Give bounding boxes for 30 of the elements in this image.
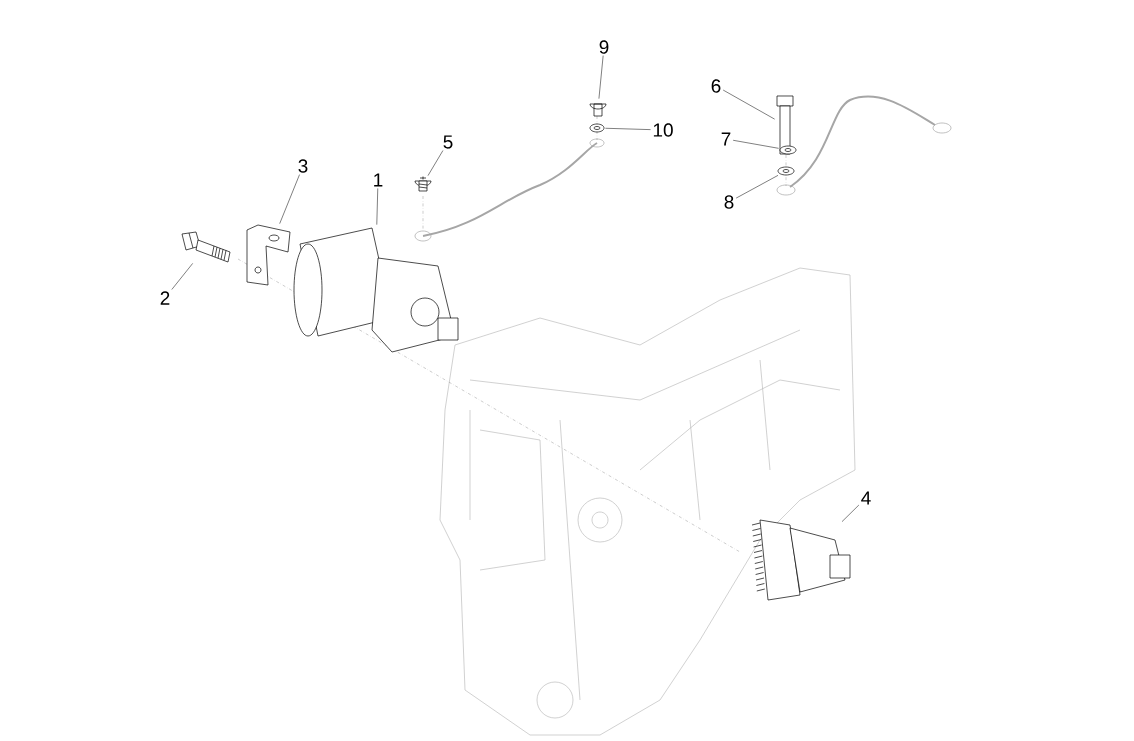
callout-number: 3 (298, 159, 308, 173)
callout-number: 10 (653, 123, 673, 137)
callout-number: 2 (160, 291, 170, 305)
callout-number: 8 (724, 195, 734, 209)
leader-line (376, 188, 379, 225)
bolt (776, 95, 794, 155)
leader-line (171, 263, 193, 290)
callout-number: 6 (711, 79, 721, 93)
callout-number: 4 (861, 491, 871, 505)
starter-motor (293, 227, 459, 353)
bracket (246, 224, 291, 286)
leader-line (427, 150, 444, 176)
callout-number: 7 (721, 132, 731, 146)
washer (777, 166, 795, 176)
leader-line (735, 175, 779, 199)
leader-line (732, 140, 779, 149)
leader-line (279, 174, 300, 224)
callout-number: 1 (374, 173, 383, 187)
washer (779, 145, 797, 155)
callout-number: 5 (443, 135, 453, 149)
leader-line (598, 55, 604, 99)
callout-number: 9 (599, 40, 609, 54)
leader-line (722, 89, 775, 120)
leader-line (841, 504, 860, 522)
washer (589, 123, 605, 133)
bolt (181, 231, 231, 263)
starter-gear (751, 519, 851, 601)
screw (589, 103, 607, 117)
leader-line (605, 128, 651, 130)
screw (414, 176, 432, 192)
